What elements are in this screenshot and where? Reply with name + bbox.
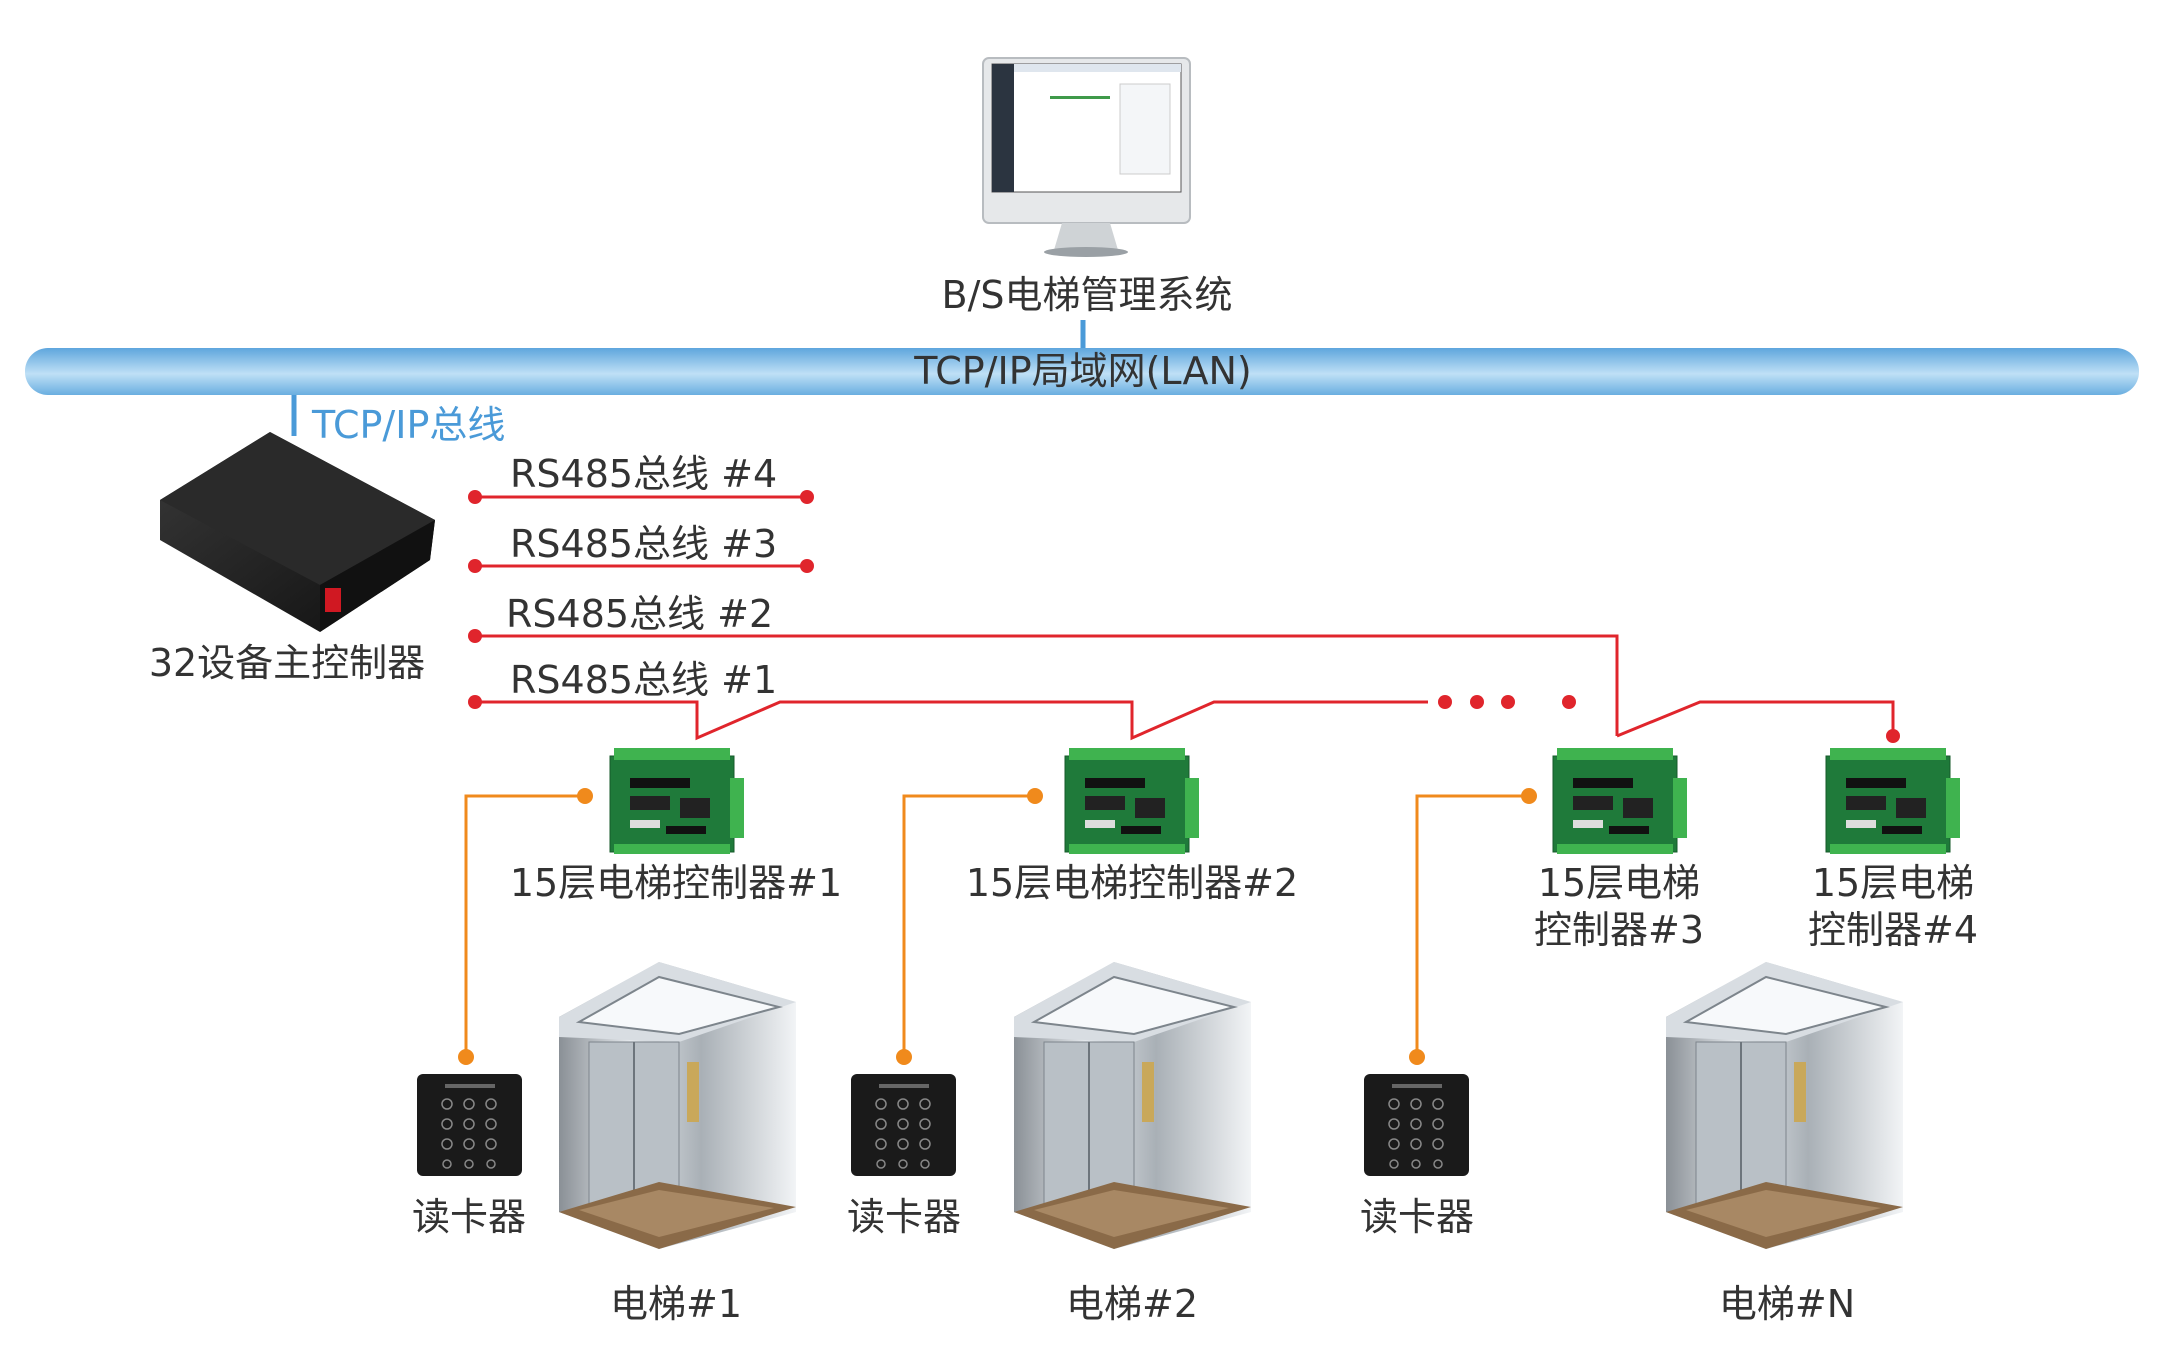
lan-pipe <box>25 348 2139 395</box>
elevator-controller-2 <box>1064 747 1200 855</box>
rs485-bus-3-label: RS485总线 #3 <box>510 522 777 566</box>
rs485-bus-4-label: RS485总线 #4 <box>510 452 777 496</box>
card-reader-2-label: 读卡器 <box>847 1195 961 1239</box>
reader-links <box>464 794 1529 1057</box>
tcpip-bus-label: TCP/IP总线 <box>311 403 505 447</box>
elevator-controller-4-label-line2: 控制器#4 <box>1808 908 1978 952</box>
elevator-controller-4-label-line1: 15层电梯 <box>1812 861 1974 905</box>
elevator-controller-3-label-line1: 15层电梯 <box>1538 861 1700 905</box>
lan-label: TCP/IP局域网(LAN) <box>913 349 1251 393</box>
elevator-2-label: 电梯#2 <box>1066 1282 1198 1326</box>
elevator-controller-1-label: 15层电梯控制器#1 <box>510 861 842 905</box>
card-reader-1-label: 读卡器 <box>412 1195 526 1239</box>
elevator-controller-3 <box>1552 747 1688 855</box>
elevator-car-n <box>1665 961 1904 1250</box>
rs485-endpoints <box>468 490 1900 743</box>
rs485-lines <box>475 495 1895 741</box>
reader-link-endpoints <box>458 788 1537 1065</box>
card-reader-3 <box>1363 1073 1470 1177</box>
elevator-n-label: 电梯#N <box>1719 1282 1855 1326</box>
management-pc-monitor <box>982 57 1191 257</box>
card-reader-2 <box>850 1073 957 1177</box>
rs485-bus-2-label: RS485总线 #2 <box>506 592 773 636</box>
elevator-controller-3-label-line2: 控制器#3 <box>1534 908 1704 952</box>
elevator-controller-4 <box>1825 747 1961 855</box>
main-controller-label: 32设备主控制器 <box>149 641 425 685</box>
card-reader-3-label: 读卡器 <box>1360 1195 1474 1239</box>
elevator-controller-1 <box>609 747 745 855</box>
elevator-car-1 <box>558 961 797 1250</box>
main-controller-device <box>160 432 435 632</box>
management-system-label: B/S电梯管理系统 <box>942 273 1233 317</box>
elevator-1-label: 电梯#1 <box>610 1282 742 1326</box>
card-reader-1 <box>416 1073 523 1177</box>
elevator-car-2 <box>1013 961 1252 1250</box>
rs485-bus-1-label: RS485总线 #1 <box>510 658 777 702</box>
elevator-controller-2-label: 15层电梯控制器#2 <box>966 861 1298 905</box>
